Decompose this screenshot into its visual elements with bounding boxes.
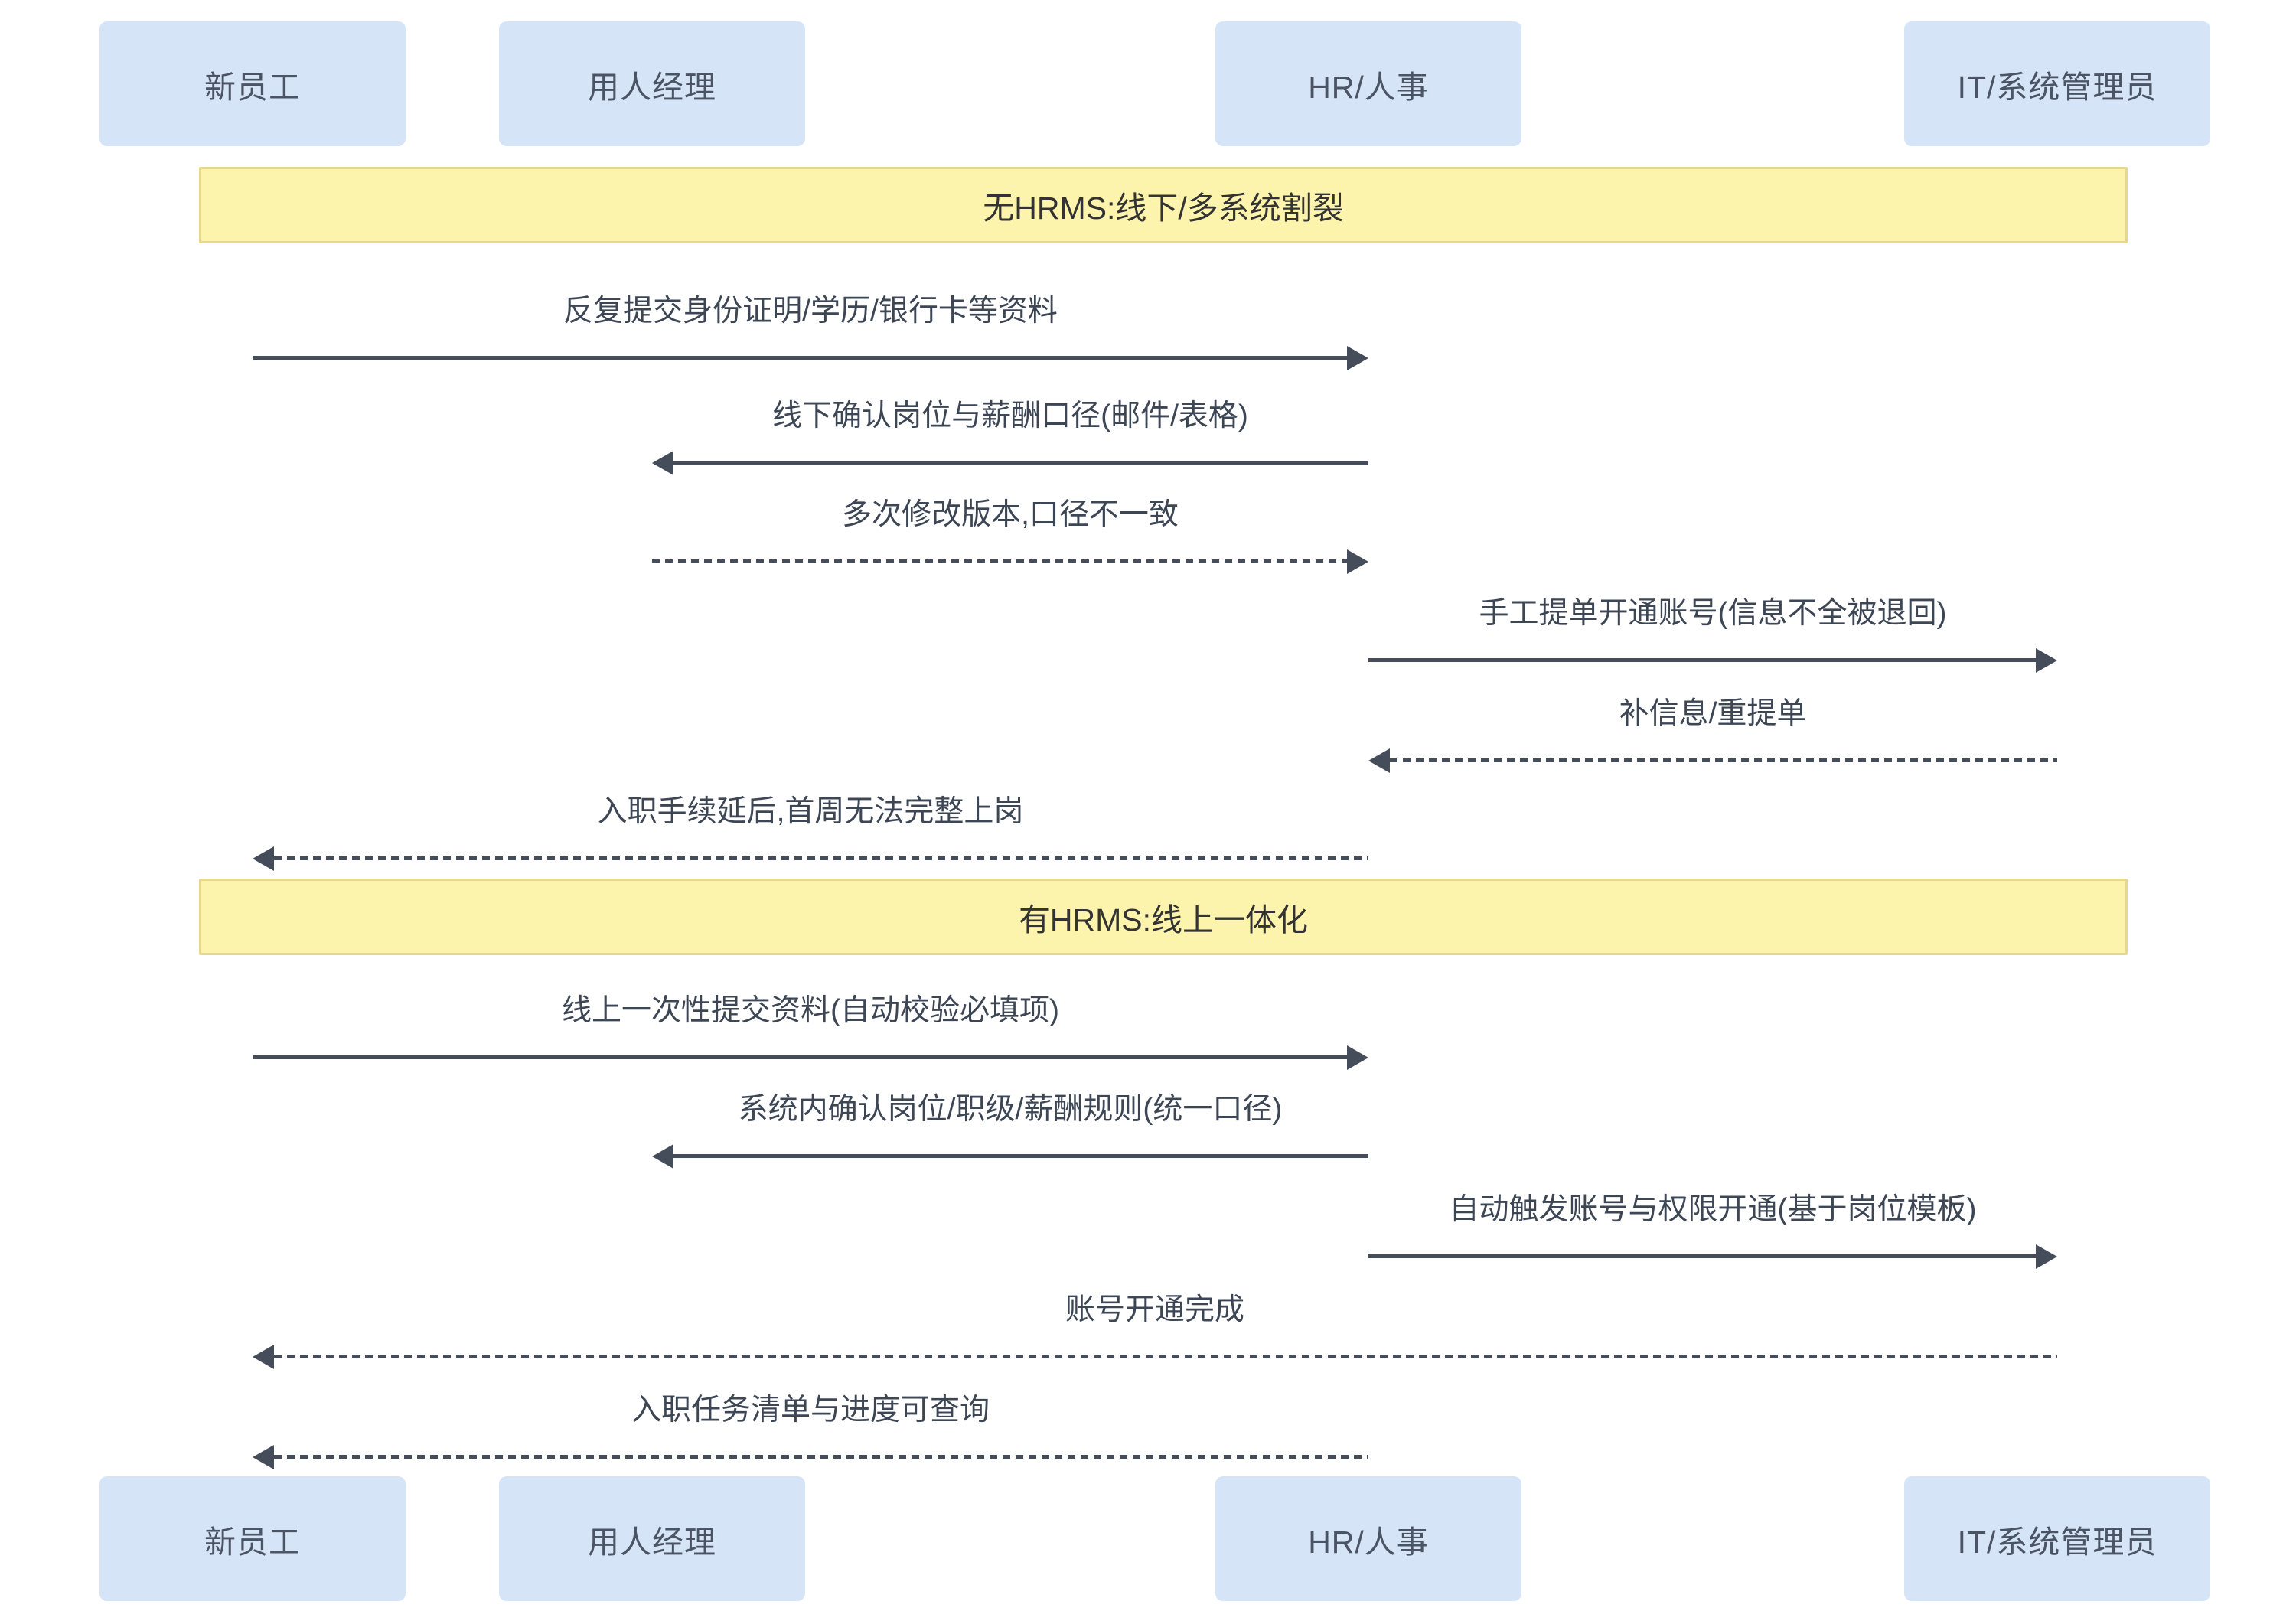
message-line	[253, 1055, 1347, 1059]
section-banner-title: 无HRMS:线下/多系统割裂	[983, 191, 1344, 226]
actor-box-bottom-hr: HR/人事	[1215, 1476, 1521, 1601]
actor-box-bottom-hiring-manager: 用人经理	[499, 1476, 805, 1601]
actor-label: 用人经理	[588, 69, 716, 105]
actor-label: 用人经理	[588, 1524, 716, 1560]
actor-box-top-new-employee: 新员工	[99, 21, 406, 146]
message-line	[673, 461, 1368, 465]
message-line	[253, 356, 1347, 360]
message-label: 账号开通完成	[1065, 1293, 1245, 1326]
arrowhead-icon	[1347, 1045, 1368, 1070]
message-line	[673, 1154, 1368, 1158]
message-line	[1390, 758, 2057, 762]
actor-label: HR/人事	[1308, 69, 1429, 105]
actor-label: 新员工	[204, 1524, 301, 1560]
arrowhead-icon	[1347, 345, 1368, 370]
message-label: 入职任务清单与进度可查询	[631, 1394, 990, 1427]
actor-box-bottom-it-admin: IT/系统管理员	[1904, 1476, 2210, 1601]
arrowhead-icon	[1368, 748, 1390, 773]
message-line	[274, 1455, 1368, 1459]
section-banner-title: 有HRMS:线上一体化	[1018, 902, 1309, 938]
section-banner-2: 有HRMS:线上一体化	[199, 879, 2128, 955]
message-label: 线下确认岗位与薪酬口径(邮件/表格)	[772, 399, 1248, 432]
message-label: 线上一次性提交资料(自动校验必填项)	[562, 994, 1059, 1027]
arrowhead-icon	[2036, 1244, 2057, 1269]
arrowhead-icon	[1347, 549, 1368, 574]
message-line	[1368, 1254, 2036, 1258]
message-label: 补信息/重提单	[1619, 697, 1807, 730]
arrowhead-icon	[2036, 647, 2057, 673]
message-label: 系统内确认岗位/职级/薪酬规则(统一口径)	[738, 1093, 1283, 1126]
arrowhead-icon	[253, 1444, 274, 1469]
message-line	[652, 559, 1347, 563]
message-line	[274, 856, 1368, 860]
actor-box-top-it-admin: IT/系统管理员	[1904, 21, 2210, 146]
arrowhead-icon	[253, 846, 274, 871]
actor-box-bottom-new-employee: 新员工	[99, 1476, 406, 1601]
actor-box-top-hr: HR/人事	[1215, 21, 1521, 146]
message-line	[1368, 658, 2036, 662]
arrowhead-icon	[652, 1143, 673, 1169]
message-label: 反复提交身份证明/学历/银行卡等资料	[563, 295, 1058, 328]
message-line	[274, 1355, 2057, 1358]
arrowhead-icon	[253, 1344, 274, 1369]
message-label: 多次修改版本,口径不一致	[842, 498, 1179, 531]
message-label: 自动触发账号与权限开通(基于岗位模板)	[1449, 1193, 1977, 1226]
actor-box-top-hiring-manager: 用人经理	[499, 21, 805, 146]
actor-label: 新员工	[204, 69, 301, 105]
section-banner-1: 无HRMS:线下/多系统割裂	[199, 167, 2128, 243]
message-label: 手工提单开通账号(信息不全被退回)	[1479, 597, 1947, 630]
actor-label: HR/人事	[1308, 1524, 1429, 1560]
message-label: 入职手续延后,首周无法完整上岗	[597, 795, 1024, 828]
arrowhead-icon	[652, 450, 673, 475]
actor-label: IT/系统管理员	[1957, 1524, 2157, 1560]
actor-label: IT/系统管理员	[1957, 69, 2157, 105]
